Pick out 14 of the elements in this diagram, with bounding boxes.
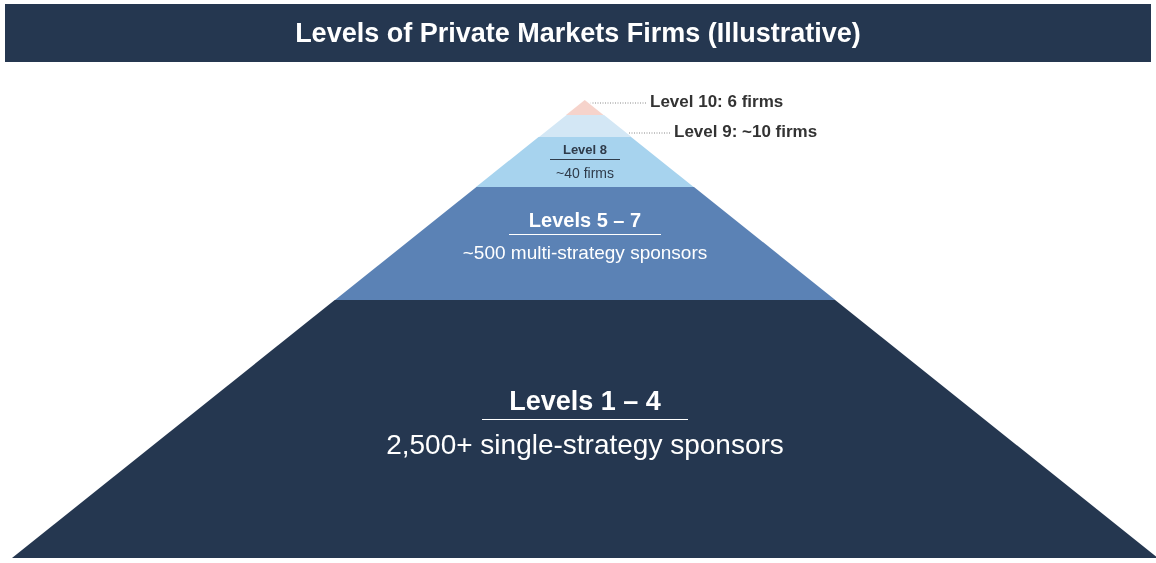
tier-description: ~40 firms — [556, 164, 614, 181]
tier-heading: Level 8 — [549, 142, 621, 160]
level-label: Level 9: ~10 firms — [674, 122, 818, 142]
pyramid-base-tier — [12, 300, 1156, 558]
leader-line — [627, 132, 671, 134]
tier-heading: Levels 1 – 4 — [482, 386, 688, 420]
level-label: Level 10: 6 firms — [650, 92, 784, 112]
pyramid-tier — [476, 137, 694, 187]
tier-heading: Levels 5 – 7 — [508, 209, 662, 235]
tier-description: 2,500+ single-strategy sponsors — [386, 429, 784, 462]
tier-description: ~500 multi-strategy sponsors — [462, 242, 708, 264]
pyramid-top-tier — [566, 100, 604, 115]
pyramid-tier — [334, 187, 836, 300]
title-banner: Levels of Private Markets Firms (Illustrative) — [5, 4, 1151, 62]
